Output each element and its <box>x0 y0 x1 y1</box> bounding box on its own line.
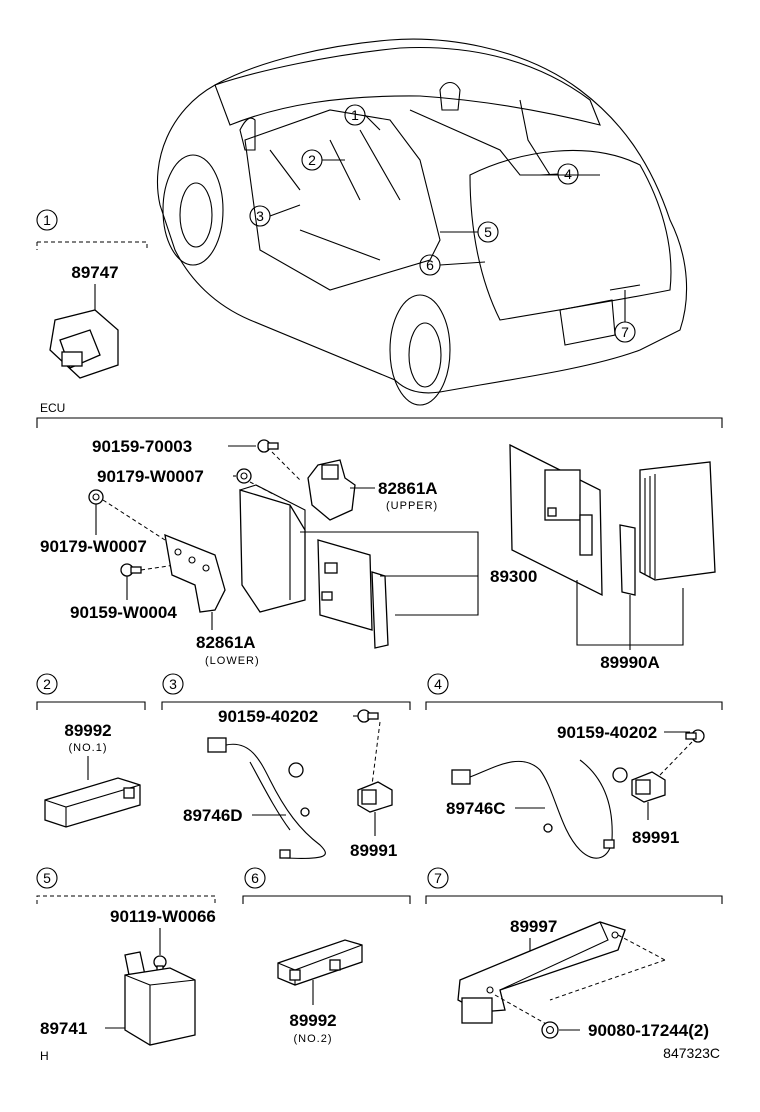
sensor-89991-label-a: 89991 <box>350 841 397 860</box>
svg-text:6: 6 <box>426 257 434 273</box>
svg-text:3: 3 <box>256 208 264 224</box>
section-2: 2 89992 (NO.1) <box>36 673 146 828</box>
section-5-number: 5 <box>43 870 51 886</box>
ecu-title: ECU <box>40 401 65 415</box>
section-6-number: 6 <box>251 870 259 886</box>
part-89992-no2 <box>277 939 363 986</box>
section-3: 3 90159-40202 89746D 89991 <box>161 673 411 860</box>
bolt-icon <box>120 563 142 577</box>
nut-90080-17244-label: 90080-17244(2) <box>588 1021 709 1040</box>
bolt-90159-40202-label-b: 90159-40202 <box>557 723 657 742</box>
part-89741-label: 89741 <box>40 1019 87 1038</box>
bracket-upper-label: 82861A <box>378 479 438 498</box>
car-callout-5: 5 <box>440 221 499 243</box>
bracket-upper-note: (UPPER) <box>386 500 438 512</box>
car-callout-6: 6 <box>419 254 486 276</box>
svg-text:5: 5 <box>484 224 492 240</box>
bolt-icon <box>685 729 705 743</box>
car-callout-4: 4 <box>539 163 579 185</box>
bolt-icon <box>257 439 279 453</box>
bolt-90159-40202-label-a: 90159-40202 <box>218 707 318 726</box>
car-callout-3: 3 <box>249 204 301 227</box>
part-89992-no1 <box>44 777 141 828</box>
ecu-board <box>317 539 389 649</box>
section-2-number: 2 <box>43 676 51 692</box>
section-1-number: 1 <box>43 212 51 228</box>
car-callout-7: 7 <box>614 290 636 343</box>
harness-89746C-label: 89746C <box>446 799 506 818</box>
section-4-number: 4 <box>434 676 442 692</box>
svg-text:4: 4 <box>564 166 572 182</box>
kit-part-label: 89990A <box>600 653 660 672</box>
part-89997-label: 89997 <box>510 917 557 936</box>
bracket-lower-label: 82861A <box>196 633 256 652</box>
part-89992-no1-note: (NO.1) <box>69 742 108 754</box>
part-89992-no1-label: 89992 <box>64 721 111 740</box>
ecu-part-label: 89300 <box>490 567 537 586</box>
part-89747 <box>49 309 119 379</box>
nut-icon <box>236 468 252 484</box>
section-7: 7 89997 90080-17244(2) <box>425 867 723 1040</box>
svg-text:2: 2 <box>308 152 316 168</box>
part-89747-label: 89747 <box>71 263 118 282</box>
car-callout-2: 2 <box>301 149 345 171</box>
sensor-89991-b <box>631 771 666 803</box>
section-1: 1 89747 <box>36 209 148 379</box>
part-89997 <box>457 921 626 1024</box>
harness-89746D-label: 89746D <box>183 806 243 825</box>
nut-icon <box>541 1021 559 1039</box>
nut-icon <box>88 489 104 505</box>
nut-90179-W0007-label-1: 90179-W0007 <box>97 467 204 486</box>
section-4: 4 90159-40202 89746C 89991 <box>425 673 723 859</box>
sensor-89991-a <box>357 781 393 813</box>
bracket-upper <box>307 459 356 521</box>
bolt-90159-70003-label: 90159-70003 <box>92 437 192 456</box>
section-6: 6 89992 (NO.2) <box>242 867 411 1045</box>
section-5: 5 90119-W0066 89741 <box>36 867 216 1046</box>
bracket-lower <box>164 533 226 613</box>
part-89992-no2-note: (NO.2) <box>294 1033 333 1045</box>
bolt-90159-W0004-label: 90159-W0004 <box>70 603 177 622</box>
section-7-number: 7 <box>434 870 442 886</box>
svg-text:7: 7 <box>621 324 629 340</box>
bracket-lower-note: (LOWER) <box>205 655 260 667</box>
harness-89746C <box>451 759 628 859</box>
car-callout-1: 1 <box>344 104 381 131</box>
bolt-90119-W0066-label: 90119-W0066 <box>110 907 216 926</box>
part-89992-no2-label: 89992 <box>289 1011 336 1030</box>
footer-left-mark: H <box>40 1049 49 1063</box>
car-illustration: 1 2 3 4 5 6 7 <box>156 38 688 406</box>
diagram-code: 847323C <box>663 1045 720 1061</box>
harness-89746D <box>207 737 326 859</box>
part-89741 <box>124 951 196 1046</box>
nut-90179-W0007-label-2: 90179-W0007 <box>40 537 147 556</box>
sensor-89991-label-b: 89991 <box>632 828 679 847</box>
section-3-number: 3 <box>169 676 177 692</box>
ecu-unit <box>239 484 306 613</box>
bolt-icon <box>357 709 379 723</box>
key-card-kit <box>509 443 716 597</box>
section-ecu: ECU 90159-70003 90179-W0007 82861A (UPPE… <box>36 401 723 672</box>
svg-text:1: 1 <box>351 107 359 123</box>
